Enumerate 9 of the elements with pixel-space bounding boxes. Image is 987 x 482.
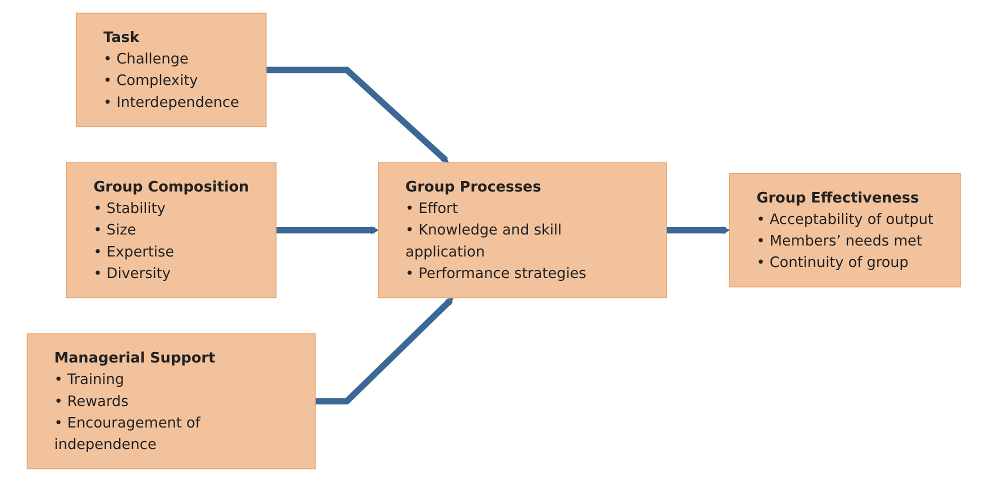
arrow [666,226,730,234]
arrow [276,226,378,234]
node-box: Group Effectiveness • Acceptability of output • Members’ needs met • Continuity of group [728,173,961,288]
arrow [266,66,448,164]
node-box: Managerial Support • Training • Rewards • Encouragement of independence [26,333,316,470]
node-box: Group Processes • Effort • Knowledge and skill application • Performance strategies [378,162,667,298]
node-box: Task • Challenge • Complexity • Interdependence [76,12,266,128]
node-box: Group Composition • Stability • Size • Expertise • Diversity [66,162,276,298]
arrow [315,297,454,404]
